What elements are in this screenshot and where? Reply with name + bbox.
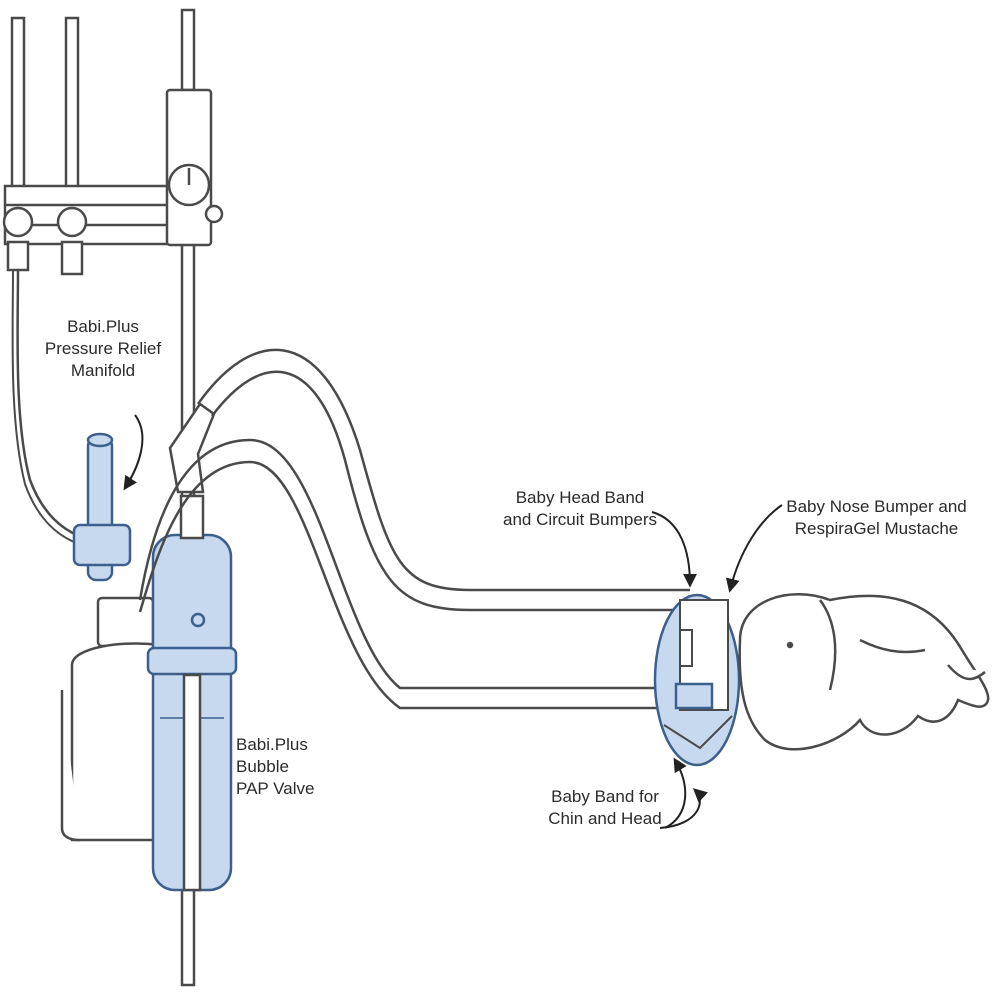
bubble-pap-valve	[146, 494, 238, 892]
humidifier-base	[60, 596, 162, 842]
inspiratory-tube	[196, 348, 690, 612]
label-head-band: Baby Head Band and Circuit Bumpers	[500, 487, 660, 531]
callout-arrows	[123, 414, 783, 829]
label-bubble-valve: Babi.Plus Bubble PAP Valve	[236, 734, 314, 800]
label-manifold-line-1: Babi.Plus	[67, 317, 139, 336]
label-chin-band-line-2: Chin and Head	[548, 809, 662, 828]
label-bubble-valve-line-1: Babi.Plus	[236, 735, 308, 754]
flowmeter	[165, 88, 224, 247]
pressure-relief-manifold	[72, 432, 132, 582]
label-chin-band-line-1: Baby Band for	[551, 787, 659, 806]
label-nose-bumper-line-1: Baby Nose Bumper and	[786, 497, 967, 516]
oxygen-line	[16, 269, 93, 542]
label-chin-band: Baby Band for Chin and Head	[545, 786, 665, 830]
label-manifold-line-3: Manifold	[70, 361, 136, 380]
patient-interface	[653, 593, 741, 767]
expiratory-tube	[138, 438, 690, 710]
baby-figure	[738, 593, 990, 751]
label-head-band-line-2: and Circuit Bumpers	[502, 510, 657, 529]
label-manifold-line-2: Pressure Relief	[44, 339, 162, 358]
label-bubble-valve-line-3: PAP Valve	[236, 779, 315, 798]
label-bubble-valve-line-2: Bubble	[236, 757, 289, 776]
label-nose-bumper-line-2: RespiraGel Mustache	[794, 519, 959, 538]
label-head-band-line-1: Baby Head Band	[515, 488, 645, 507]
label-nose-bumper: Baby Nose Bumper and RespiraGel Mustache	[784, 496, 969, 540]
label-manifold: Babi.Plus Pressure Relief Manifold	[38, 316, 168, 382]
